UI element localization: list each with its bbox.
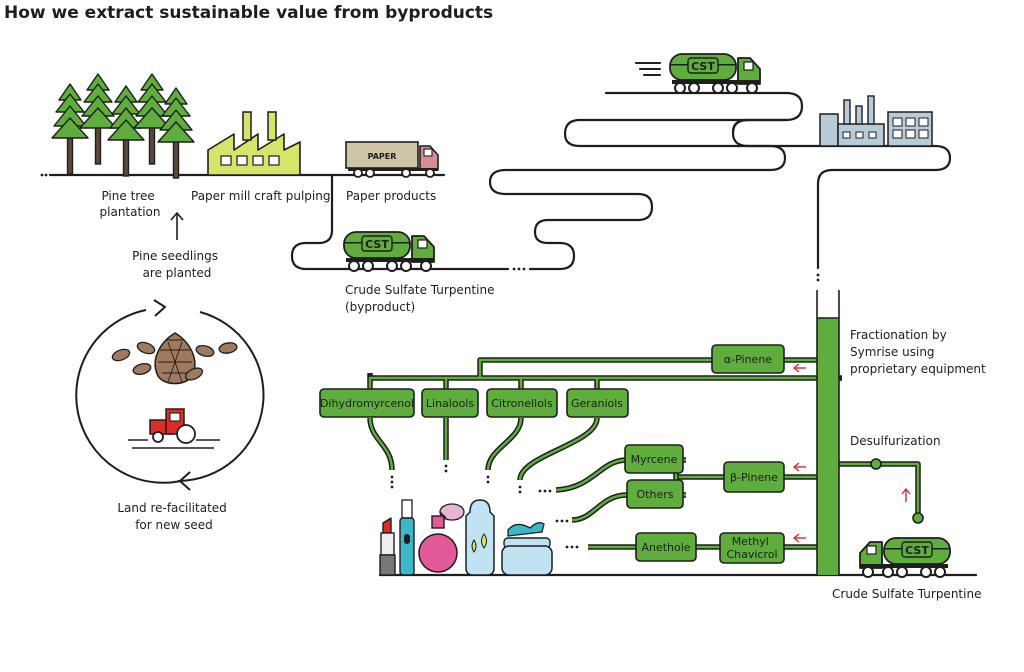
svg-text:Geraniols: Geraniols bbox=[571, 397, 623, 410]
page-title: How we extract sustainable value from by… bbox=[4, 3, 493, 23]
box-citronellols: Citronellols bbox=[486, 388, 558, 418]
shampoo-icon bbox=[465, 499, 495, 576]
svg-text:Citronellols: Citronellols bbox=[491, 397, 553, 410]
paper-truck-label: PAPER bbox=[368, 152, 397, 161]
tractor-icon bbox=[128, 408, 220, 449]
svg-text:β-Pinene: β-Pinene bbox=[730, 471, 778, 484]
paper-products-label: Paper products bbox=[346, 189, 436, 203]
paper-truck-icon: PAPER bbox=[345, 141, 439, 178]
pine-cone-icon bbox=[111, 332, 238, 385]
factory-icon bbox=[819, 95, 933, 147]
box-linalools: Linalools bbox=[421, 388, 479, 418]
paper-mill-icon bbox=[207, 111, 301, 176]
red-arrow-icon bbox=[792, 363, 911, 543]
regrowth-cycle bbox=[75, 299, 265, 491]
svg-text:Dihydromyrcenol: Dihydromyrcenol bbox=[320, 397, 414, 410]
box-myrcene: Myrcene bbox=[624, 444, 684, 474]
seedlings-label: Pine seedlings are planted bbox=[132, 249, 222, 280]
box-geraniols: Geraniols bbox=[566, 388, 629, 418]
box-others: Others bbox=[626, 479, 684, 509]
svg-text:Anethole: Anethole bbox=[641, 541, 690, 554]
cst-truck-label: CST bbox=[691, 60, 715, 73]
box-dihydromyrcenol: Dihydromyrcenol bbox=[319, 388, 415, 418]
svg-text:Myrcene: Myrcene bbox=[631, 453, 678, 466]
svg-text:Linalools: Linalools bbox=[426, 397, 474, 410]
toothbrush-icon bbox=[399, 499, 415, 576]
fractionation-label: Fractionation by Symrise using proprieta… bbox=[850, 328, 986, 376]
desulfurization-label: Desulfurization bbox=[850, 434, 941, 448]
box-anethole: Anethole bbox=[635, 532, 697, 562]
paper-mill-label: Paper mill craft pulping bbox=[191, 189, 330, 203]
svg-text:Methyl Chavicrol: Methyl Chavicrol bbox=[726, 535, 777, 561]
cream-jar-icon bbox=[501, 522, 553, 576]
plantation-label: Pine tree plantation bbox=[100, 189, 161, 219]
cst-bottom-label: Crude Sulfate Turpentine bbox=[832, 587, 981, 601]
up-arrow-icon bbox=[170, 211, 184, 240]
cst-byproduct-label: Crude Sulfate Turpentine (byproduct) bbox=[345, 283, 498, 314]
cst-truck-icon: CST bbox=[669, 53, 761, 94]
cst-truck-label: CST bbox=[905, 544, 929, 557]
land-label: Land re-facilitated for new seed bbox=[117, 501, 230, 532]
flow-dots bbox=[390, 464, 579, 549]
pine-tree-icon bbox=[51, 73, 195, 179]
perfume-icon bbox=[418, 503, 465, 573]
box-alpha-pinene: α-Pinene bbox=[711, 344, 785, 374]
box-methyl-chavicrol: Methyl Chavicrol bbox=[719, 532, 785, 564]
svg-text:α-Pinene: α-Pinene bbox=[724, 353, 772, 366]
fractionation-column bbox=[816, 290, 840, 575]
cst-truck-label: CST bbox=[365, 238, 389, 251]
lipstick-icon bbox=[379, 517, 396, 576]
cst-truck-icon: CST bbox=[343, 231, 435, 272]
box-beta-pinene: β-Pinene bbox=[723, 461, 785, 493]
svg-text:Others: Others bbox=[637, 488, 674, 501]
